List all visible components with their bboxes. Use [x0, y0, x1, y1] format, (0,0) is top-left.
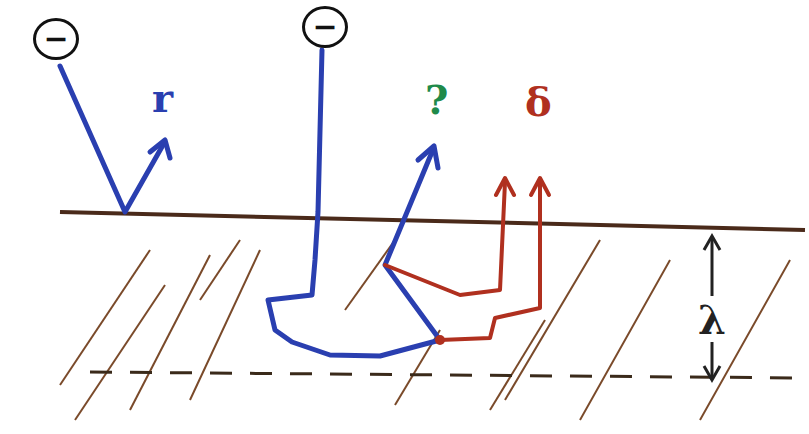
secondary-label: δ [525, 82, 552, 122]
scatter-point [435, 335, 445, 345]
backscatter-label: r [152, 78, 173, 118]
electron-circle: − [302, 6, 348, 48]
hatching [60, 240, 790, 420]
electron-sign: − [43, 24, 68, 54]
unknown-label: ? [425, 80, 448, 120]
electron-circle: − [33, 18, 79, 60]
depth-line [90, 372, 805, 378]
electron-sign: − [312, 12, 337, 42]
depth-label: λ [698, 300, 726, 340]
electron-paths [60, 50, 440, 356]
secondary-paths [385, 178, 549, 340]
surface-line [60, 212, 805, 230]
